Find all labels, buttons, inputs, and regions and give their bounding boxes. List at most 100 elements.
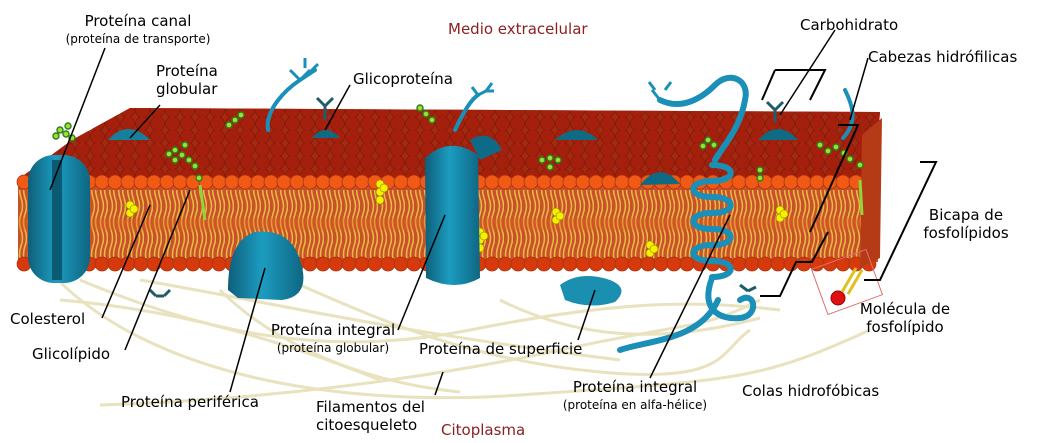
phospholipid-head xyxy=(394,175,408,189)
phospholipid-head xyxy=(654,257,668,271)
phospholipid-head xyxy=(173,257,187,271)
phospholipid-head xyxy=(589,257,603,271)
phospholipid-head xyxy=(368,257,382,271)
phospholipid-head xyxy=(160,175,174,189)
phospholipid-head xyxy=(641,257,655,271)
phospholipid-head xyxy=(173,175,187,189)
phospholipid-head xyxy=(498,175,512,189)
phospholipid-line1: Molécula de xyxy=(850,300,960,318)
phospholipid-head xyxy=(303,257,317,271)
region-extracellular: Medio extracelular xyxy=(448,20,588,38)
label-phospholipid: Molécula de fosfolípido xyxy=(850,300,960,336)
phospholipid-head xyxy=(290,175,304,189)
label-cytoskeleton: Filamentos del citoesqueleto xyxy=(316,398,425,434)
label-channel-protein: Proteína canal (proteína de transporte) xyxy=(48,12,228,48)
phospholipid-head xyxy=(758,257,772,271)
phospholipid-head xyxy=(225,175,239,189)
phospholipid-head xyxy=(576,257,590,271)
phospholipid-head xyxy=(394,257,408,271)
channel-protein-shape xyxy=(28,155,90,283)
globular-protein-line1: Proteína xyxy=(156,62,218,80)
phospholipid-head xyxy=(745,257,759,271)
phospholipid-head xyxy=(303,175,317,189)
phospholipid-head xyxy=(797,175,811,189)
phospholipid-head xyxy=(602,175,616,189)
phospholipid-head xyxy=(134,175,148,189)
phospholipid-head xyxy=(238,175,252,189)
phospholipid-head xyxy=(186,257,200,271)
phospholipid-head xyxy=(212,257,226,271)
phospholipid-head xyxy=(342,257,356,271)
phospholipid-head xyxy=(108,257,122,271)
phospholipid-head xyxy=(836,175,850,189)
label-peripheral-protein: Proteína periférica xyxy=(121,393,259,411)
phospholipid-head xyxy=(407,175,421,189)
label-cholesterol: Colesterol xyxy=(10,310,85,328)
label-hydrophobic-tails: Colas hidrofóbicas xyxy=(742,382,879,400)
phospholipid-head xyxy=(771,175,785,189)
region-cytoplasm: Citoplasma xyxy=(441,421,525,439)
phospholipid-head xyxy=(485,175,499,189)
phospholipid-head xyxy=(563,257,577,271)
phospholipid-head xyxy=(251,175,265,189)
phospholipid-head xyxy=(381,257,395,271)
phospholipid-head xyxy=(95,175,109,189)
glycoprotein-branches xyxy=(290,58,671,100)
phospholipid-head xyxy=(485,257,499,271)
phospholipid-head xyxy=(355,257,369,271)
phospholipid-head xyxy=(732,257,746,271)
phospholipid-head xyxy=(771,257,785,271)
phospholipid-head xyxy=(602,257,616,271)
label-integral-helix: Proteína integral (proteína en alfa-héli… xyxy=(540,378,730,414)
phospholipid-head xyxy=(498,257,512,271)
cytoskeleton-line2: citoesqueleto xyxy=(316,416,425,434)
phospholipid-head xyxy=(615,175,629,189)
phospholipid-head xyxy=(628,175,642,189)
phospholipid-head xyxy=(329,175,343,189)
cytoskeleton-line1: Filamentos del xyxy=(316,398,425,416)
phospholipid-head xyxy=(199,257,213,271)
phospholipid-head xyxy=(797,257,811,271)
label-surface-protein: Proteína de superficie xyxy=(419,340,582,358)
phospholipid-head xyxy=(537,257,551,271)
phospholipid-head xyxy=(147,175,161,189)
phospholipid-head xyxy=(836,257,850,271)
phospholipid-head xyxy=(524,257,538,271)
phospholipid-head xyxy=(147,257,161,271)
bilayer-line1: Bicapa de xyxy=(916,206,1016,224)
phospholipid-head xyxy=(329,257,343,271)
phospholipid-head xyxy=(212,175,226,189)
label-carbohydrate: Carbohidrato xyxy=(800,16,898,34)
phospholipid-line2: fosfolípido xyxy=(850,318,960,336)
phospholipid-head xyxy=(628,257,642,271)
phospholipid-head xyxy=(511,175,525,189)
label-globular-protein: Proteína globular xyxy=(156,62,218,98)
phospholipid-head xyxy=(316,175,330,189)
bilayer-line2: fosfolípidos xyxy=(916,224,1016,242)
label-glycolipid: Glicolípido xyxy=(32,345,110,363)
channel-protein-title: Proteína canal xyxy=(48,12,228,30)
phospholipid-head xyxy=(134,257,148,271)
phospholipid-head xyxy=(576,175,590,189)
phospholipid-head xyxy=(615,257,629,271)
globular-protein-line2: globular xyxy=(156,80,218,98)
phospholipid-head xyxy=(264,175,278,189)
label-bilayer: Bicapa de fosfolípidos xyxy=(916,206,1016,242)
label-integral-globular: Proteína integral (proteína globular) xyxy=(258,321,408,357)
phospholipid-head xyxy=(121,175,135,189)
integral-helix-note: (proteína en alfa-hélice) xyxy=(540,396,730,414)
phospholipid-head xyxy=(732,175,746,189)
phospholipid-head xyxy=(355,175,369,189)
phospholipid-head xyxy=(680,257,694,271)
integral-globular-title: Proteína integral xyxy=(258,321,408,339)
phospholipid-head xyxy=(550,175,564,189)
phospholipid-head xyxy=(277,175,291,189)
phospholipid-head xyxy=(589,175,603,189)
phospholipid-head xyxy=(95,257,109,271)
label-glycoprotein: Glicoproteína xyxy=(353,70,453,88)
phospholipid-head xyxy=(563,175,577,189)
phospholipid-head xyxy=(511,257,525,271)
label-hydrophilic-heads: Cabezas hidrófilicas xyxy=(868,48,1017,66)
phospholipid-head xyxy=(550,257,564,271)
